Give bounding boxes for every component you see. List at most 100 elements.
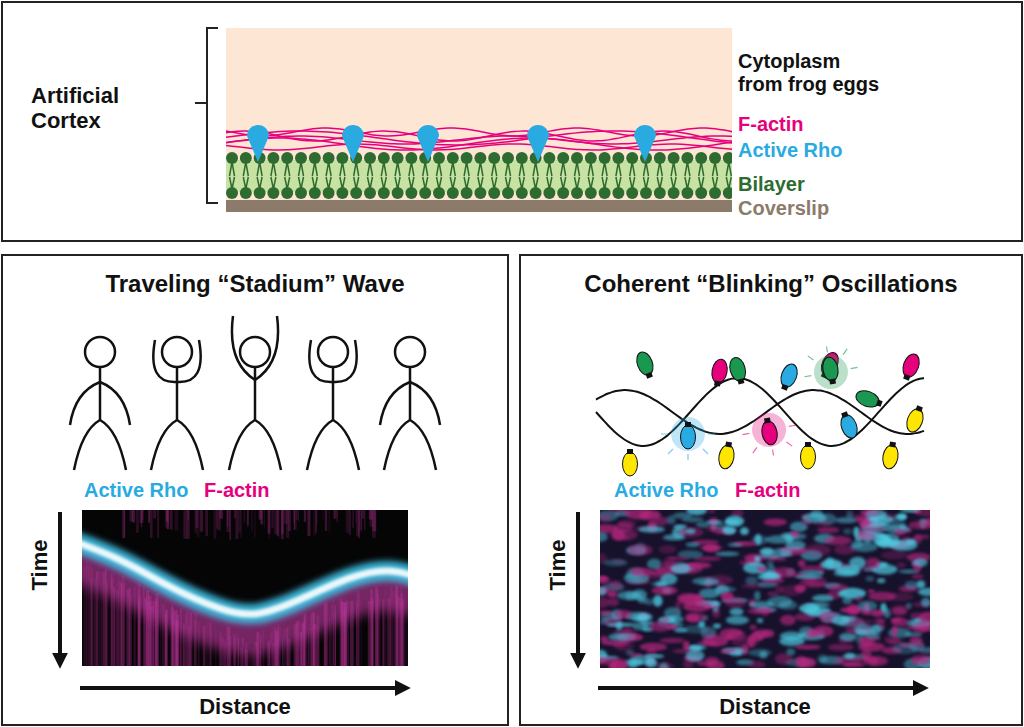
- bulb: [778, 362, 800, 390]
- lipid-head: [323, 187, 335, 199]
- f-actin-blob: [600, 658, 607, 663]
- rho-band: [82, 540, 408, 614]
- f-actin-blob: [732, 637, 759, 648]
- axis-arrow: [58, 512, 62, 664]
- rho-blob: [759, 553, 785, 558]
- f-actin-blob: [660, 638, 685, 644]
- component-label: Active Rho: [738, 139, 842, 162]
- f-actin-blob: [872, 610, 884, 617]
- f-actin-blob: [627, 544, 652, 555]
- rho-blob: [644, 598, 653, 605]
- rho-blob: [906, 603, 912, 609]
- rho-blob: [786, 648, 795, 655]
- f-actin-streak: [352, 510, 354, 528]
- f-actin-blob: [798, 560, 806, 567]
- stick-figure: [380, 337, 440, 470]
- rho-blob: [780, 632, 803, 641]
- f-actin-streak: [370, 510, 373, 527]
- f-actin-blob: [865, 510, 881, 517]
- lipid-head: [488, 187, 500, 199]
- f-actin-streak: [141, 510, 142, 527]
- rho-blob: [699, 588, 720, 598]
- f-actin-blob: [764, 518, 788, 525]
- lipid-head: [405, 187, 417, 199]
- f-actin-blob: [683, 601, 711, 612]
- rho-blob: [689, 644, 706, 650]
- rho-blob: [779, 601, 798, 610]
- lipid-head: [295, 152, 307, 164]
- rho-blob: [905, 581, 919, 589]
- f-actin-blob: [865, 657, 880, 662]
- light-bulb: [837, 410, 860, 441]
- lipid-head: [240, 187, 252, 199]
- f-actin-streak: [93, 581, 94, 666]
- f-actin-streak: [254, 510, 256, 537]
- bulb-glow: [671, 417, 705, 451]
- light-bulb: [881, 441, 900, 470]
- f-actin-blob: [866, 557, 880, 568]
- rho-blob: [600, 619, 608, 625]
- lipid-head: [240, 152, 252, 164]
- lipid-head: [709, 152, 721, 164]
- f-actin-blob: [709, 510, 715, 513]
- string-lights: [596, 342, 927, 476]
- f-actin-streak: [94, 578, 95, 666]
- lipid-head: [612, 152, 624, 164]
- axis-label: Distance: [199, 694, 291, 719]
- lipid-head: [530, 187, 542, 199]
- f-actin-blob: [707, 661, 725, 668]
- bulb-socket: [764, 418, 771, 424]
- lipid-tails: [450, 162, 455, 189]
- rho-blob: [667, 516, 676, 525]
- rho-band-core: [82, 540, 408, 614]
- active-rho-drop: [342, 125, 364, 162]
- rho-blob: [759, 651, 767, 659]
- f-actin-streak: [235, 510, 238, 539]
- f-actin-streak: [404, 606, 408, 666]
- f-actin-blob: [600, 513, 612, 522]
- lipid-tails: [519, 162, 524, 189]
- bulb: [760, 420, 779, 446]
- rho-blob: [812, 595, 834, 602]
- light-bulb: [727, 356, 748, 386]
- lipid-head: [461, 187, 473, 199]
- light-bulb: [899, 352, 922, 383]
- f-actin-blob: [799, 658, 817, 668]
- f-actin-streak: [219, 510, 223, 519]
- axis-label: Time: [27, 540, 52, 591]
- f-actin-streak: [259, 510, 262, 520]
- bulb-socket: [805, 442, 811, 447]
- figure-head: [240, 337, 270, 367]
- lipid-tails: [616, 162, 621, 189]
- f-actin-blob: [858, 642, 885, 651]
- f-actin-streak: [298, 510, 299, 521]
- figure-head: [395, 337, 425, 367]
- lipid-tails: [437, 162, 442, 189]
- rho-blob: [895, 514, 907, 520]
- f-actin-blob: [612, 644, 625, 648]
- lipid-head: [695, 152, 707, 164]
- figure-legs: [151, 420, 203, 470]
- rho-blob: [829, 612, 841, 617]
- stick-figure: [307, 337, 359, 470]
- lipid-head: [599, 187, 611, 199]
- f-actin-streak: [247, 510, 249, 528]
- f-actin-blob: [828, 644, 854, 651]
- f-actin-streak: [216, 510, 218, 529]
- rho-blob: [637, 615, 649, 622]
- f-actin-streak: [362, 510, 364, 519]
- f-actin-streak: [244, 510, 246, 523]
- f-actin-blob: [609, 580, 621, 590]
- lipid-tails: [699, 162, 704, 189]
- lipid-tails: [243, 162, 248, 189]
- bulb-socket: [889, 442, 896, 448]
- lipid-head: [543, 187, 555, 199]
- lipid-head: [364, 152, 376, 164]
- lipid-tails: [657, 162, 662, 189]
- f-actin-blob: [617, 520, 635, 528]
- rho-blob: [692, 577, 719, 585]
- rho-blob: [835, 517, 857, 523]
- rho-blob: [685, 529, 696, 535]
- lipid-head: [226, 152, 238, 164]
